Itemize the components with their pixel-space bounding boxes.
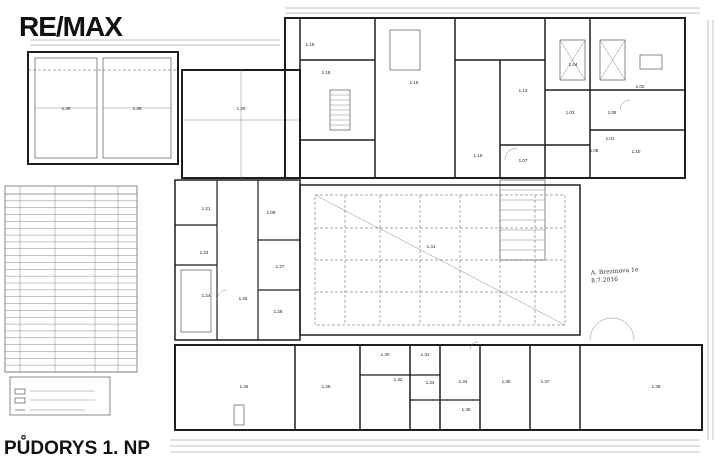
room-label-1-10: 1.10 xyxy=(632,149,641,154)
room-label-1-21: 1.21 xyxy=(202,206,211,211)
upper-central-block xyxy=(284,17,686,179)
room-label-1-34: 1.34 xyxy=(459,379,468,384)
room-label-1-26: 1.26 xyxy=(240,384,249,389)
room-label-1-07: 1.07 xyxy=(519,158,528,163)
room-label-1-24: 1.24 xyxy=(202,293,211,298)
room-label-1-32: 1.32 xyxy=(394,377,403,382)
room-label-1-05: 1.05 xyxy=(608,110,617,115)
right-dimension-line xyxy=(707,20,714,440)
room-label-1-38: 1.38 xyxy=(652,384,661,389)
bottom-rooms xyxy=(174,317,703,431)
room-label-1-30: 1.30 xyxy=(381,352,390,357)
main-hall-1-41 xyxy=(299,184,581,336)
room-label-1-02: 1.02 xyxy=(636,84,645,89)
room-label-1-31: 1.31 xyxy=(421,352,430,357)
room-label-1-36: 1.36 xyxy=(502,379,511,384)
room-label-1-09: 1.09 xyxy=(267,210,276,215)
material-legend-box xyxy=(9,376,111,416)
room-label-1-37: 1.37 xyxy=(541,379,550,384)
handwritten-stamp: A. Brezinova 1e 8.7.2016 xyxy=(591,266,640,285)
room-label-1-40: 1.40 xyxy=(62,106,71,111)
room-label-1-01: 1.01 xyxy=(606,136,615,141)
room-label-1-18: 1.18 xyxy=(322,70,331,75)
room-schedule-table xyxy=(4,185,138,373)
room-label-1-16: 1.16 xyxy=(474,153,483,158)
bottom-dimension-line xyxy=(170,439,700,453)
room-labels: 1.40 1.39 1.20 1.19 1.18 1.13 1.16 1.15 1.07 1.04… xyxy=(62,42,661,412)
floor-plan-caption: PŮDORYS 1. NP xyxy=(4,438,151,459)
room-label-1-20: 1.20 xyxy=(237,106,246,111)
room-label-1-28: 1.28 xyxy=(274,309,283,314)
room-label-1-39: 1.39 xyxy=(133,106,142,111)
hall-1-20 xyxy=(181,69,301,179)
room-label-1-04: 1.04 xyxy=(569,62,578,67)
room-label-1-27: 1.27 xyxy=(276,264,285,269)
room-label-1-29: 1.29 xyxy=(322,384,331,389)
top-dimension-line xyxy=(30,7,700,46)
room-label-1-25: 1.25 xyxy=(239,296,248,301)
room-label-1-35: 1.35 xyxy=(462,407,471,412)
room-label-1-33: 1.33 xyxy=(426,380,435,385)
room-label-1-03: 1.03 xyxy=(566,110,575,115)
room-label-1-19: 1.19 xyxy=(306,42,315,47)
left-center-rooms xyxy=(174,179,301,341)
left-wing xyxy=(27,51,179,165)
room-label-1-13: 1.13 xyxy=(519,88,528,93)
logo-text: RE/MAX xyxy=(19,11,123,42)
room-label-1-08: 1.08 xyxy=(590,148,599,153)
remax-logo: RE/MAX xyxy=(19,11,123,42)
staircase xyxy=(499,179,546,261)
room-label-1-15: 1.15 xyxy=(410,80,419,85)
room-label-1-23: 1.23 xyxy=(200,250,209,255)
room-label-1-41: 1.41 xyxy=(427,244,436,249)
